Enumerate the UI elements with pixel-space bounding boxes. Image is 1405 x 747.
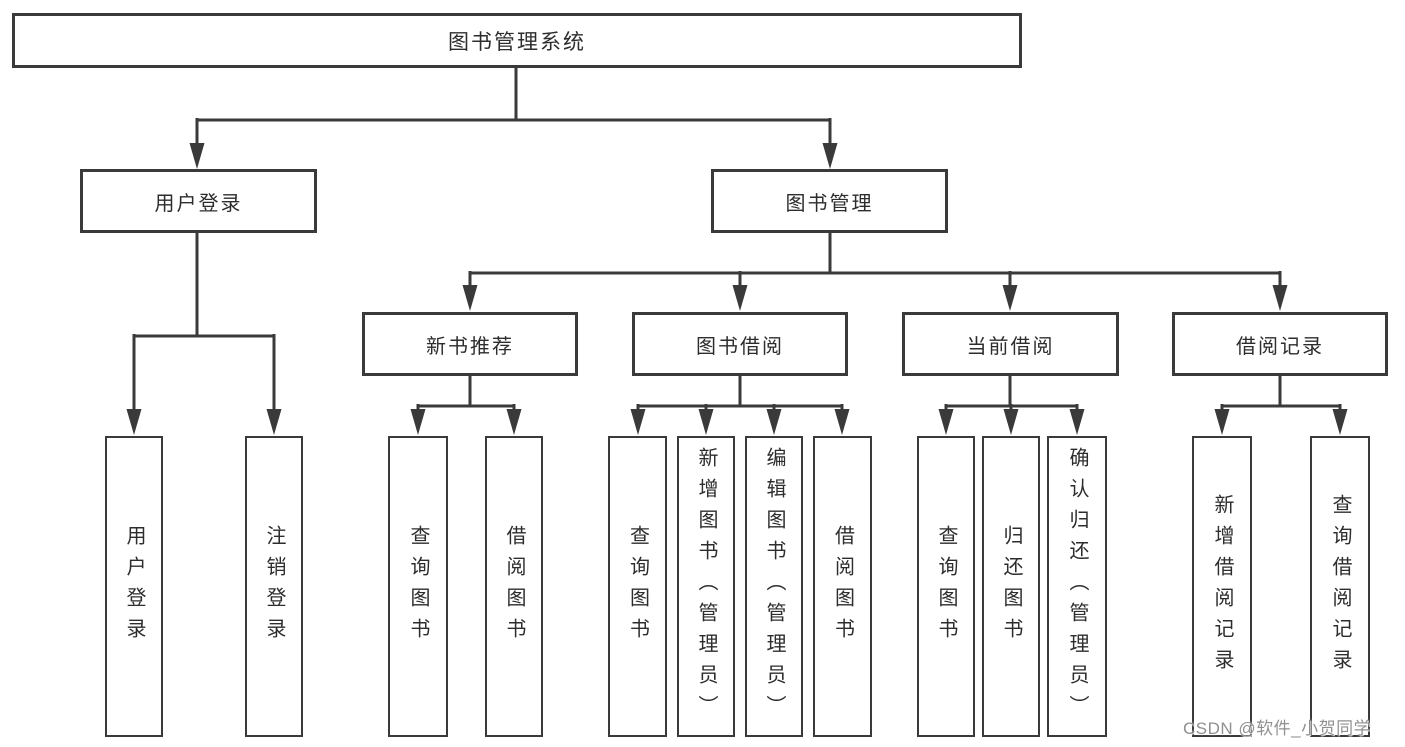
leaf-logout: 注销登录 bbox=[245, 436, 303, 737]
csdn-watermark: CSDN @软件_小贺同学 bbox=[1183, 719, 1372, 738]
leaf-bb-borrow-book: 借阅图书 bbox=[813, 436, 872, 737]
node-current-borrow: 当前借阅 bbox=[902, 312, 1119, 376]
leaf-cb-return-book: 归还图书 bbox=[982, 436, 1040, 737]
node-book-management: 图书管理 bbox=[711, 169, 948, 233]
leaf-cb-confirm-return-admin: 确认归还（管理员） bbox=[1047, 436, 1107, 737]
leaf-rec-borrow-book: 借阅图书 bbox=[485, 436, 543, 737]
node-borrow-record: 借阅记录 bbox=[1172, 312, 1388, 376]
node-new-book-recommend: 新书推荐 bbox=[362, 312, 578, 376]
leaf-cb-query-book: 查询图书 bbox=[917, 436, 975, 737]
leaf-bb-edit-book-admin: 编辑图书（管理员） bbox=[745, 436, 803, 737]
leaf-rec-query-book: 查询图书 bbox=[388, 436, 448, 737]
arrowheads bbox=[126, 143, 1348, 435]
leaf-bb-query-book: 查询图书 bbox=[608, 436, 667, 737]
node-root-system: 图书管理系统 bbox=[12, 13, 1022, 68]
node-user-login: 用户登录 bbox=[80, 169, 317, 233]
leaf-br-query-record: 查询借阅记录 bbox=[1310, 436, 1370, 737]
leaf-br-add-record: 新增借阅记录 bbox=[1192, 436, 1252, 737]
leaf-bb-add-book-admin: 新增图书（管理员） bbox=[677, 436, 735, 737]
leaf-user-login: 用户登录 bbox=[105, 436, 163, 737]
node-book-borrow: 图书借阅 bbox=[632, 312, 848, 376]
